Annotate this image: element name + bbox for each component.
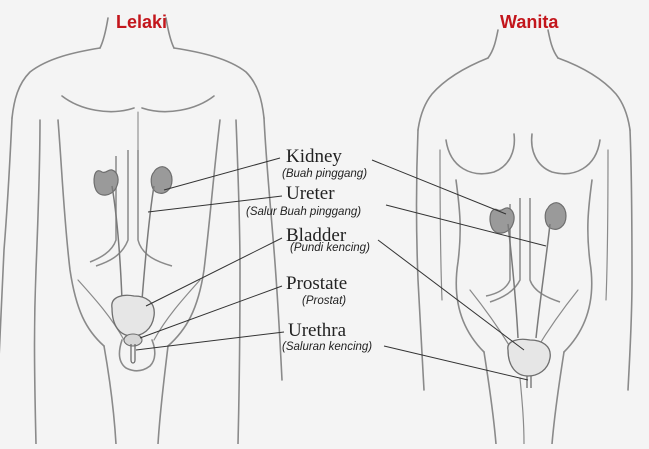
label-bladder-malay: (Pundi kencing) xyxy=(290,242,370,254)
male-urinary-organs xyxy=(89,150,173,364)
leader-bladder-female xyxy=(377,239,525,351)
female-bladder xyxy=(507,338,551,377)
label-urethra-term: Urethra xyxy=(288,320,347,341)
leader-kidney-male xyxy=(163,157,281,191)
label-urethra-malay: (Saluran kencing) xyxy=(282,341,373,353)
male-right-kidney xyxy=(150,166,173,194)
leader-lines xyxy=(135,157,547,381)
leader-bladder-male xyxy=(145,237,283,307)
leader-ureter-female xyxy=(385,204,547,247)
male-left-kidney xyxy=(93,169,119,196)
label-prostate-malay: (Prostat) xyxy=(302,295,347,307)
female-right-kidney xyxy=(544,202,567,230)
leader-urethra-female xyxy=(383,345,529,381)
label-kidney-malay: (Buah pinggang) xyxy=(282,168,368,180)
label-prostate-term: Prostate xyxy=(286,273,348,294)
male-urethra xyxy=(130,344,136,364)
leader-kidney-female xyxy=(371,159,507,215)
leader-ureter-male xyxy=(147,195,283,213)
label-ureter-malay: (Salur Buah pinggang) xyxy=(246,206,362,218)
heading-female: Wanita xyxy=(500,12,559,32)
leader-urethra-male xyxy=(135,331,285,351)
male-body-outline xyxy=(0,17,283,445)
female-left-kidney xyxy=(489,207,515,234)
heading-male: Lelaki xyxy=(116,12,168,32)
female-body-outline xyxy=(415,29,633,445)
female-urethra xyxy=(526,376,532,388)
label-ureter-term: Ureter xyxy=(286,183,335,204)
leader-prostate-male xyxy=(139,285,283,339)
label-bladder-term: Bladder xyxy=(286,225,347,246)
label-kidney-term: Kidney xyxy=(286,146,342,167)
male-bladder xyxy=(111,294,155,337)
female-urinary-organs xyxy=(485,198,567,388)
male-prostate xyxy=(123,333,143,347)
